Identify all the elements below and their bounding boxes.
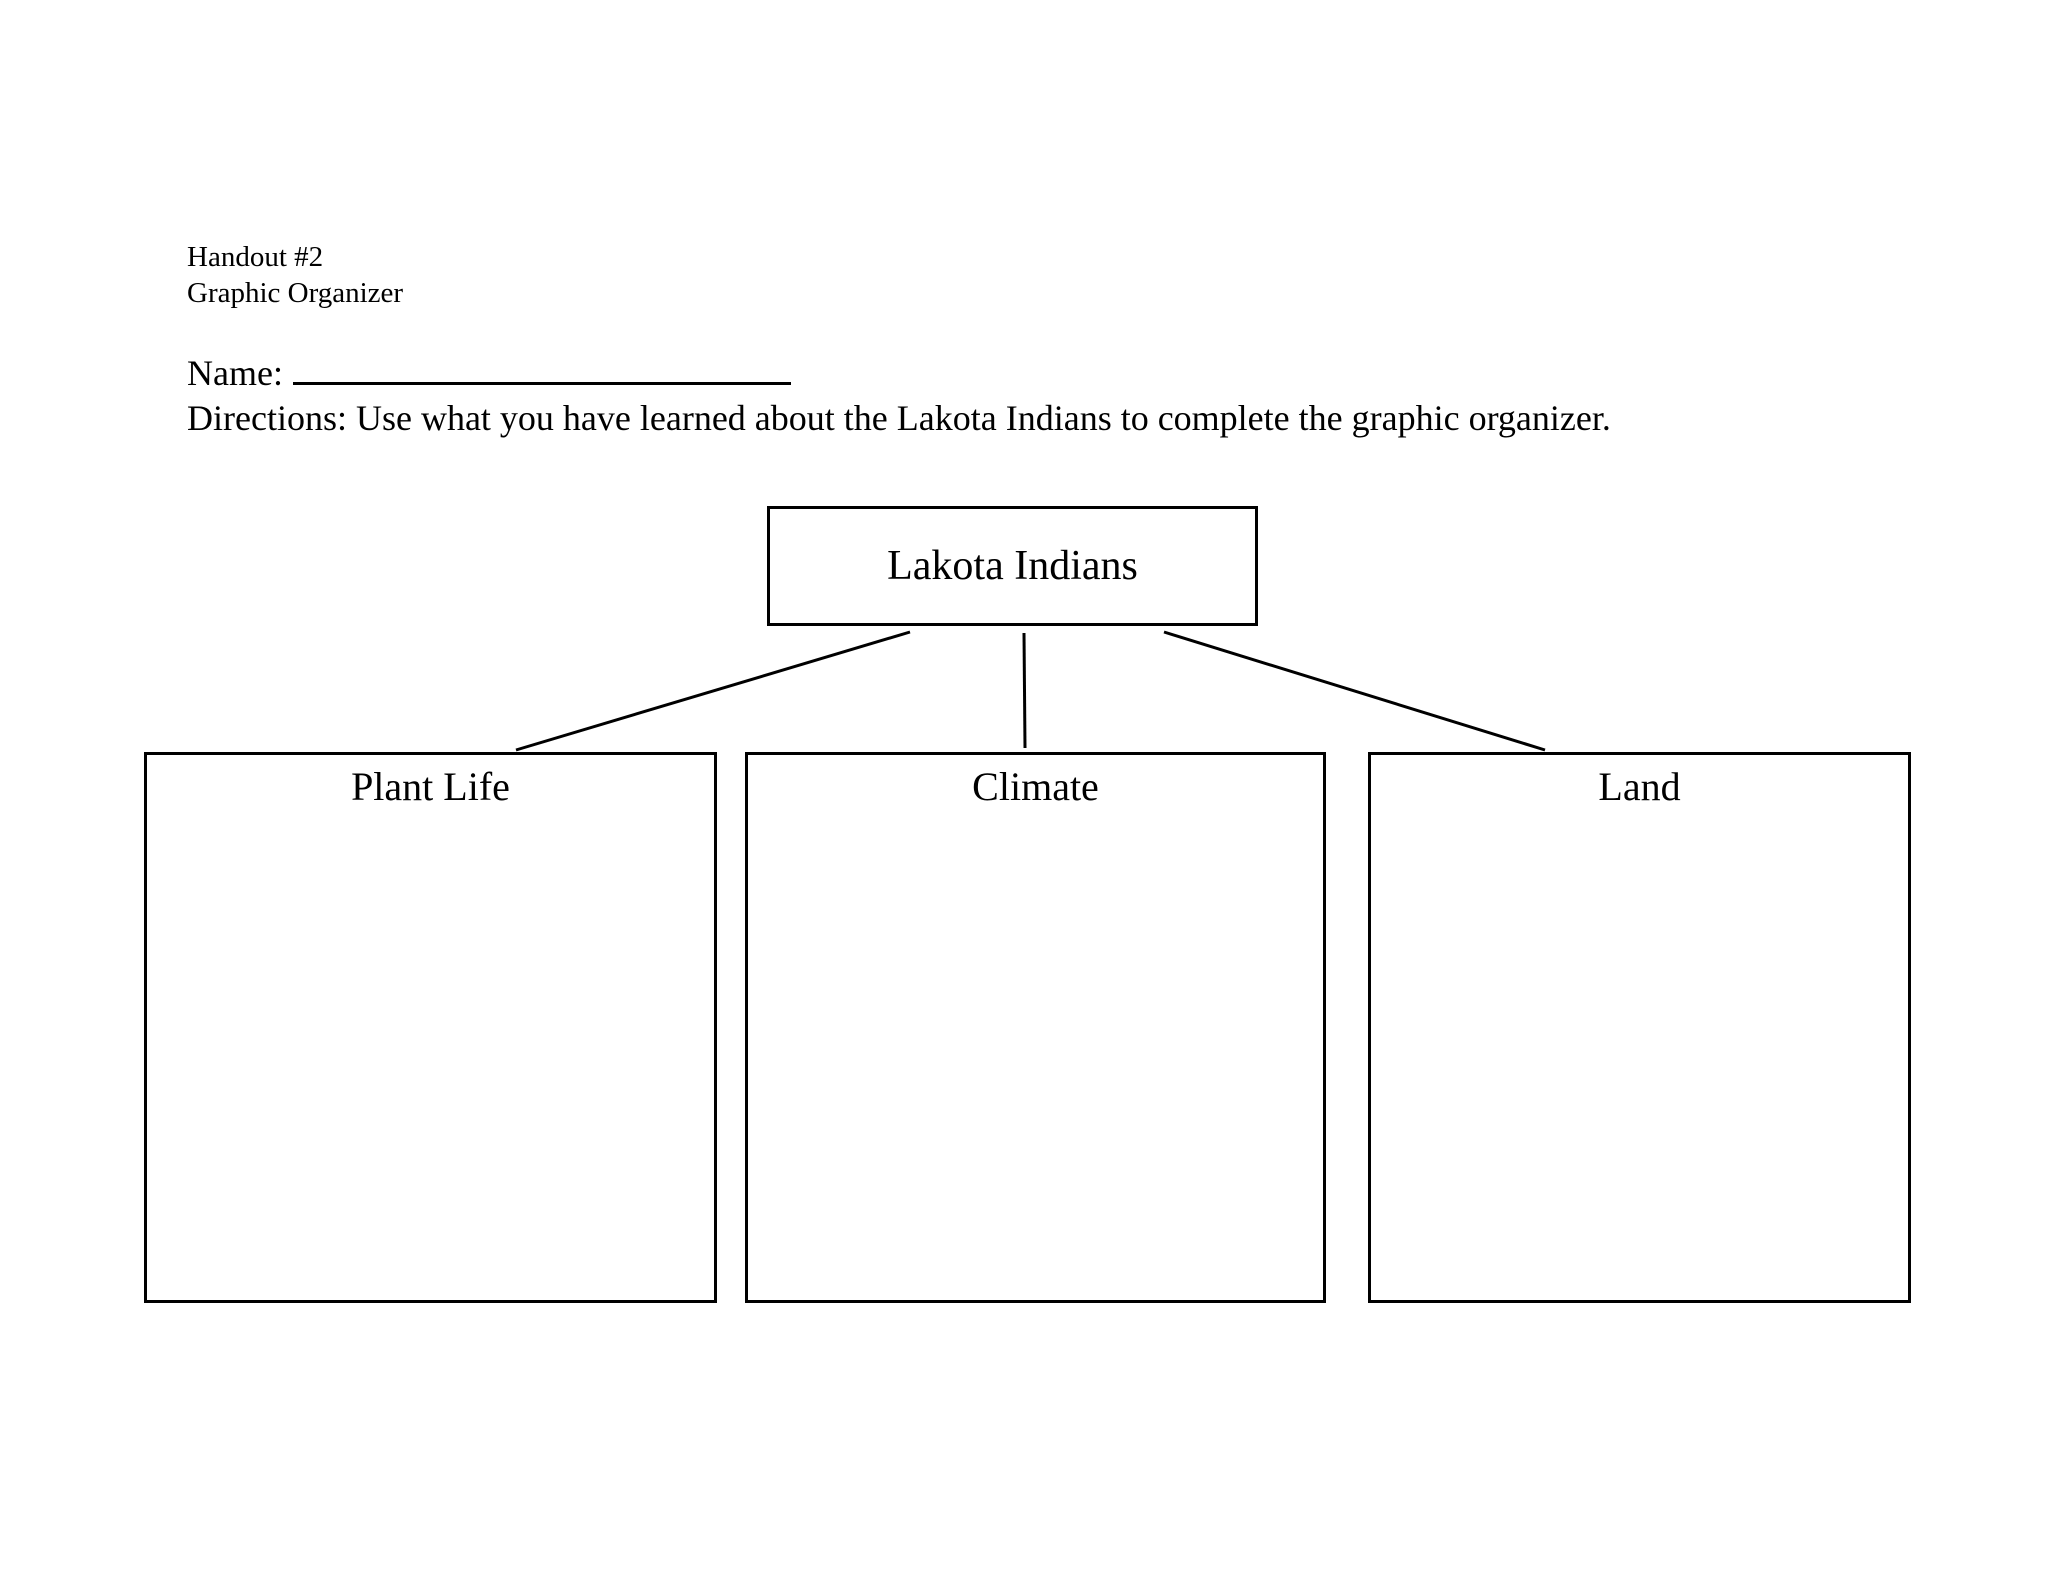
connector-line-plant-life [515,630,911,752]
connector-line-climate [1022,632,1027,749]
category-box-climate: Climate [745,752,1326,1303]
name-label: Name: [187,353,283,393]
category-label-climate: Climate [972,764,1099,809]
category-box-land: Land [1368,752,1911,1303]
directions-text: Directions: Use what you have learned ab… [187,398,1611,438]
root-node-label: Lakota Indians [887,543,1138,589]
handout-number: Handout #2 [187,241,324,273]
category-label-land: Land [1598,764,1681,809]
category-box-plant-life: Plant Life [144,752,717,1303]
category-label-plant-life: Plant Life [351,764,510,809]
name-blank-line [292,346,791,385]
connector-line-land [1163,630,1546,752]
handout-subtitle: Graphic Organizer [187,277,404,309]
root-node-lakota-indians: Lakota Indians [767,506,1258,626]
handout-header: Handout #2 Graphic Organizer [187,239,403,311]
name-line: Name: [187,346,791,395]
